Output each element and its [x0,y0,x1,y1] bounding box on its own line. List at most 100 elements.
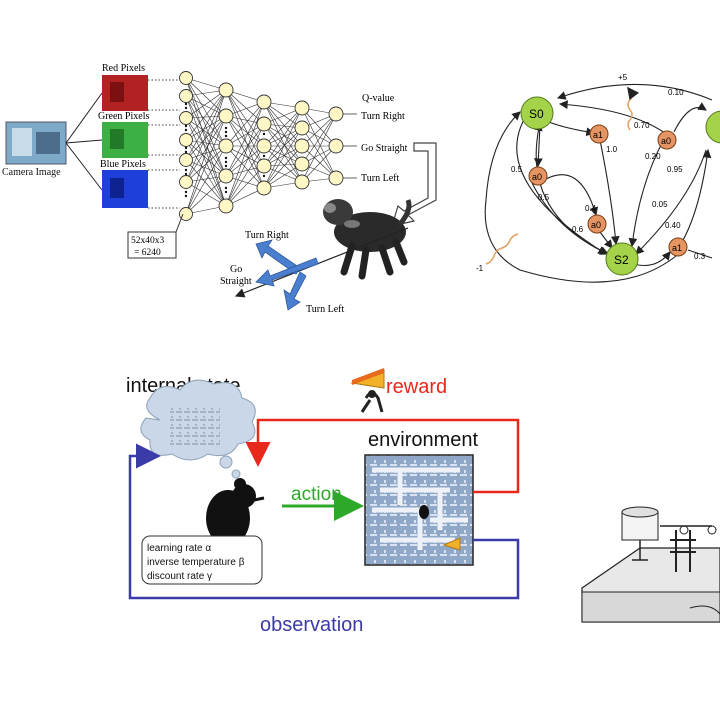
network-edge [263,163,303,189]
action-a0-right [657,130,677,150]
network-edge [263,101,303,183]
prob-0-95: 0.95 [667,165,683,174]
network-edge [263,101,303,147]
ellipsis-dot [224,134,228,138]
network-node [294,100,310,116]
state-s1-partial [705,110,720,144]
network-edge [225,145,265,207]
ellipsis-dot [184,146,188,150]
network-connections [185,77,357,215]
network-edge [185,77,227,147]
network-edge [185,115,227,141]
network-edge [225,89,265,125]
blue-pixels-label: Blue Pixels [100,159,146,170]
green-channel-image [102,122,148,158]
green-pixels-label: Green Pixels [98,111,149,122]
action-a0-left [528,166,548,186]
network-edge [301,145,337,179]
network-edge [185,115,227,161]
network-edge [263,123,303,183]
network-edge [185,159,227,207]
network-edge [263,107,303,147]
reward-label: reward [386,376,447,398]
network-edge [225,115,265,189]
network-edge [225,89,265,147]
network-edge [185,95,227,117]
network-node [328,138,344,154]
network-edge [185,145,227,183]
network-node [294,156,310,172]
state-s2 [605,242,639,276]
mdp-graph-panel: S0 S2 a1 a0 a0 a0 a1 +5 -1 0.10 0.70 1.0… [476,73,720,283]
network-edge [263,123,303,165]
network-node [179,153,193,167]
network-edge [185,95,227,147]
network-edge [225,145,265,189]
reward-cheese-icon [350,368,385,413]
prob-0-3: 0.3 [694,252,706,261]
network-node [218,108,234,124]
prob-0-05: 0.05 [652,200,668,209]
ground-axis [234,227,409,298]
network-edge [185,95,227,207]
reward-minus-squiggle [485,233,519,265]
q-network-panel: Camera Image Red Pixels Green Pixels Blu… [2,63,437,315]
network-edge [185,117,227,207]
direction-arrows-icon [255,239,319,311]
network-edge [225,89,265,167]
network-node [256,94,272,110]
network-node [328,106,344,122]
network-edge [225,123,265,207]
ellipsis-dot [224,156,228,160]
network-node [294,120,310,136]
prob-1-0: 1.0 [606,145,618,154]
observation-arrow [128,443,520,600]
prob-0-70: 0.70 [634,121,650,130]
ellipsis-dot [184,128,188,132]
rl-loop-panel: internal state reward environment [126,368,520,636]
network-edge [225,145,265,177]
ellipsis-dot [184,190,188,194]
robot-arm-sketch-icon [581,506,720,623]
network-edge [263,107,303,189]
camera-image-label: Camera Image [2,167,61,178]
ellipsis-dot [224,126,228,130]
input-size-line1: 52x40x3 [131,236,165,246]
action-a1-bottom [668,237,688,257]
action-a1-top [589,124,609,144]
network-edge [263,127,303,189]
state-s0 [520,96,554,130]
network-node [256,180,272,196]
ellipsis-dot [184,168,188,172]
network-edge [263,101,303,165]
network-node [218,198,234,214]
network-node [179,89,193,103]
network-edge [225,101,265,147]
state-s0-label: S0 [529,107,544,121]
turn-right-label: Turn Right [245,230,289,241]
reward-plus-squiggle [627,86,640,131]
network-edge [185,89,227,183]
network-edge [263,107,303,167]
go-label: Go [230,264,242,275]
network-edge [301,107,337,147]
network-edge [185,117,227,177]
ellipsis-dot [184,106,188,110]
prob-0-10: 0.10 [668,88,684,97]
param-discount-rate: discount rate γ [147,571,212,582]
prob-0-5-b: 0.5 [538,193,550,202]
network-edge [225,123,265,177]
ellipsis-dot [224,186,228,190]
environment-label: environment [368,429,479,451]
robot-dog-icon [323,199,412,280]
network-node [218,82,234,98]
ellipsis-dot [184,124,188,128]
network-edge [185,145,227,215]
output-turn-left: Turn Left [361,173,399,184]
ellipsis-dot [262,154,266,158]
maze-environment-icon [364,454,474,566]
rat-agent-icon [199,478,265,584]
prob-0-20: 0.20 [645,152,661,161]
feedback-hollow-arrow [391,142,437,227]
network-node [294,174,310,190]
